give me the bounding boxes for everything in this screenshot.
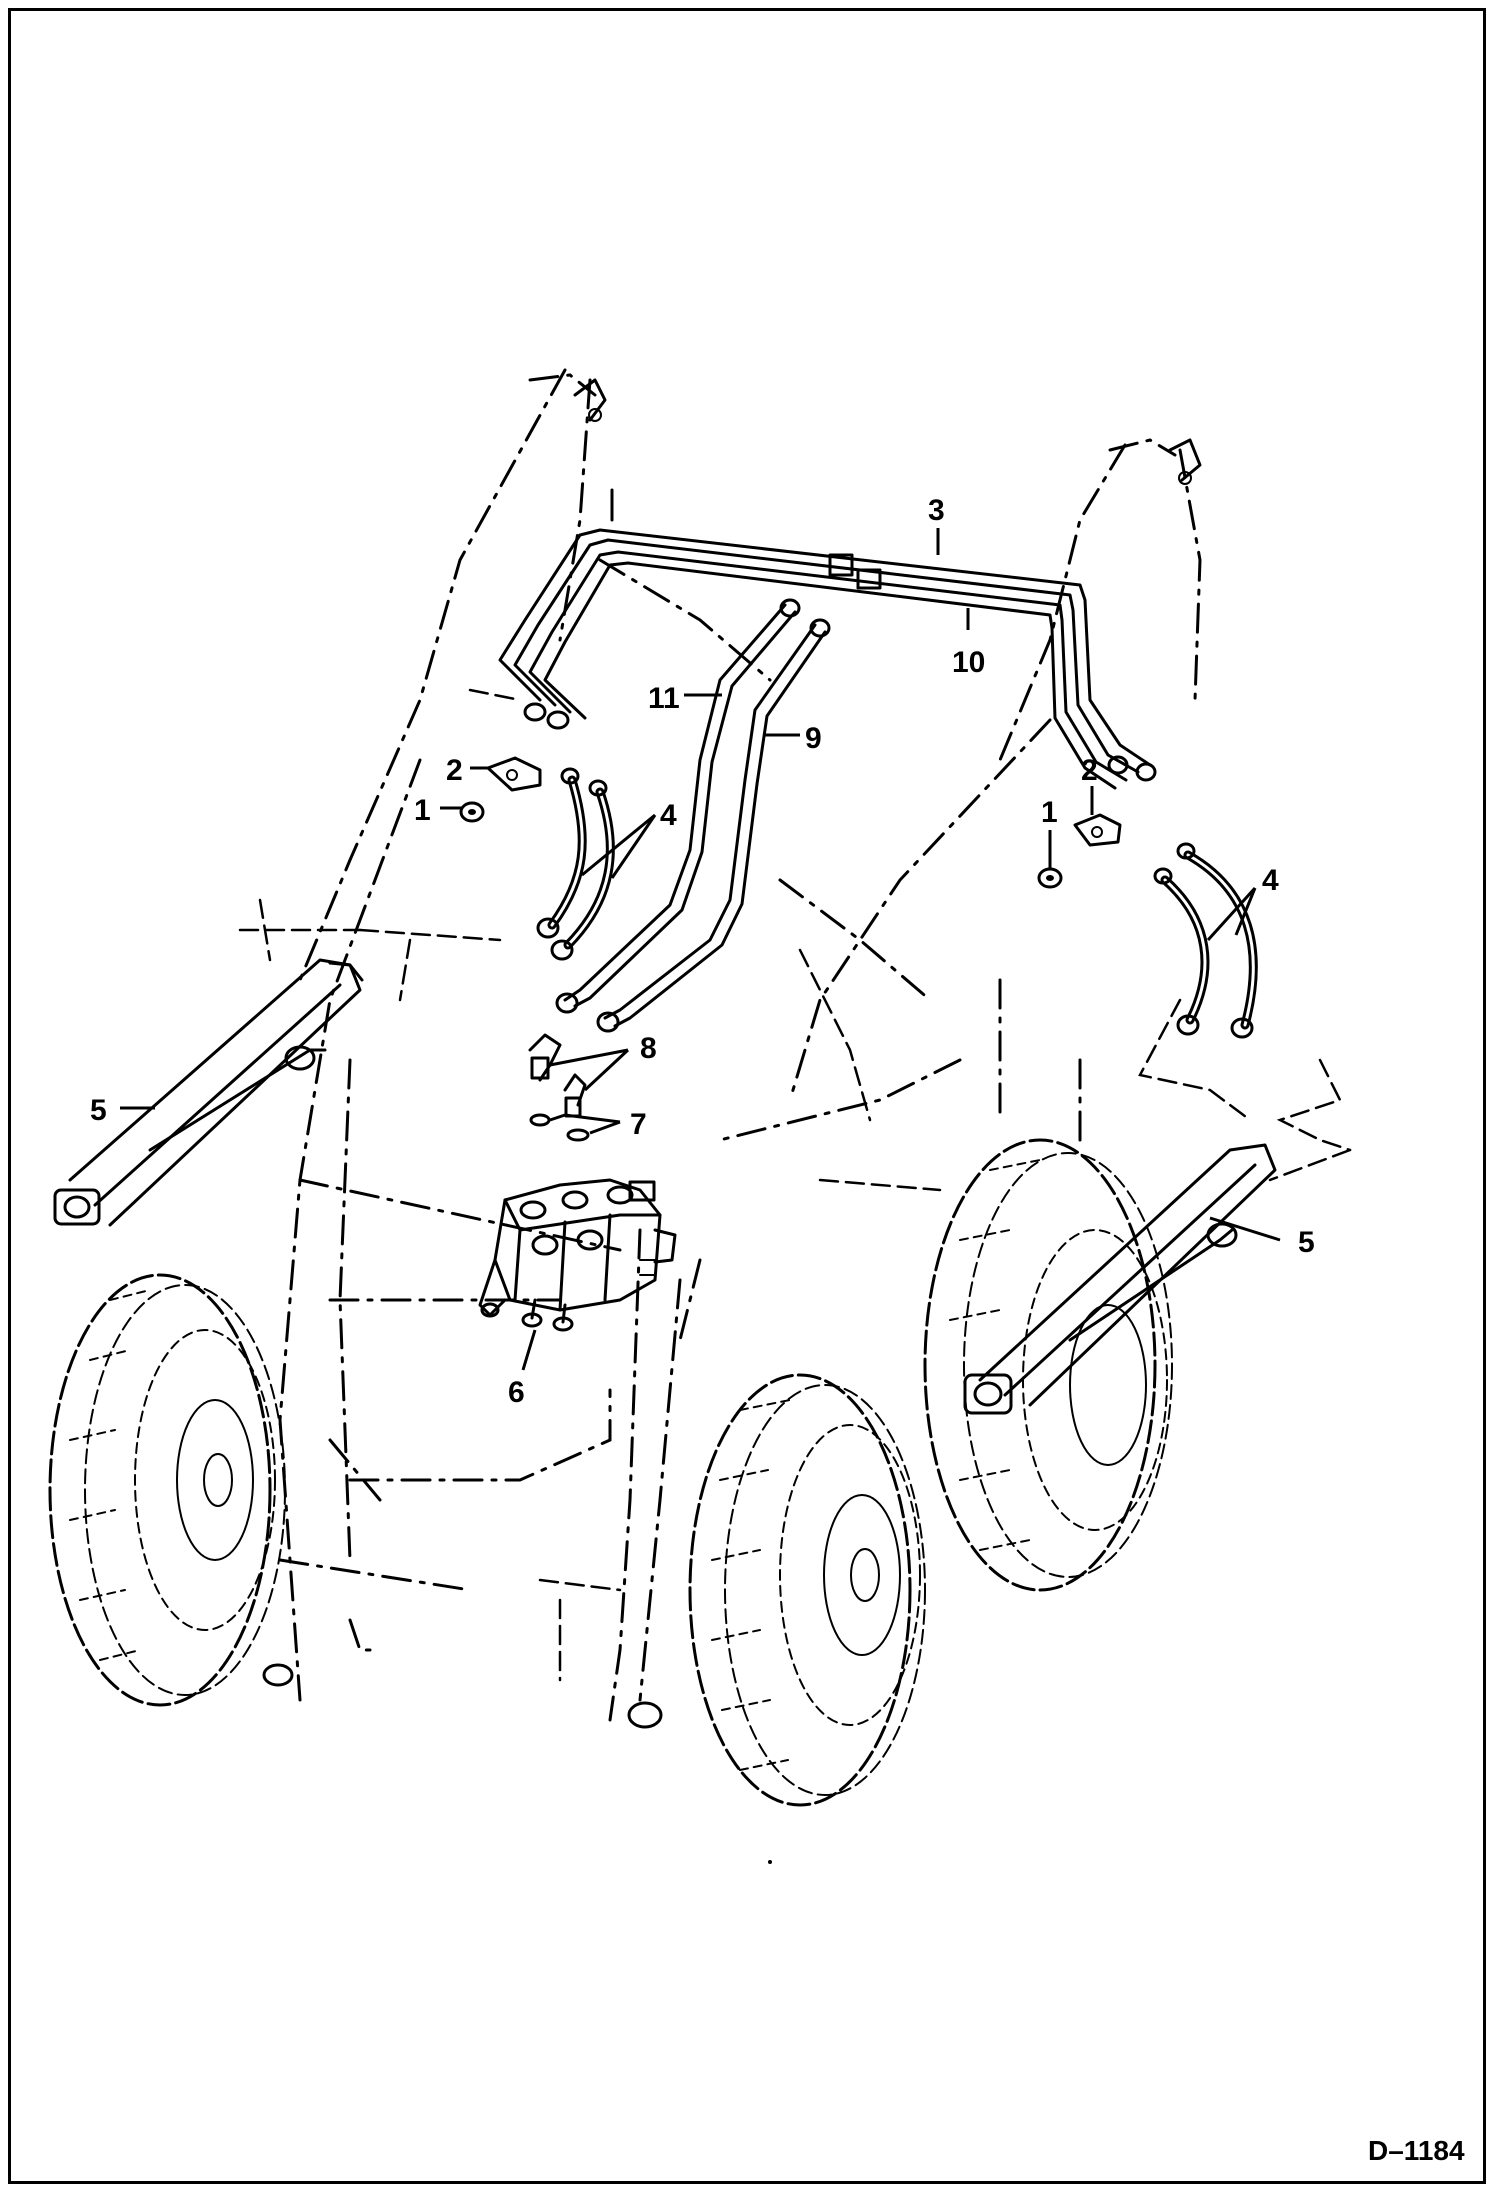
tube-fittings-left (523, 702, 570, 730)
fittings-8 (528, 1033, 587, 1118)
callout-10: 10 (952, 646, 985, 679)
hydraulic-hoses-4-right (1153, 842, 1258, 1039)
tire-front-left (48, 1273, 286, 1707)
nut-1-left (459, 801, 485, 823)
callout-5-left: 5 (90, 1094, 107, 1127)
callout-2-right: 2 (1081, 754, 1098, 787)
control-valve-6 (478, 1178, 677, 1332)
leader-lines (120, 528, 1281, 1371)
steel-tube-3 (498, 528, 1152, 774)
drawing-number: D–1184 (1368, 2135, 1465, 2166)
loader-frame-phantom (238, 368, 1352, 1722)
tube-fittings-right (1107, 755, 1157, 782)
clamp-bracket-2-right (1073, 813, 1122, 847)
tube-clamp-center (828, 553, 854, 577)
steel-tube-10 (528, 550, 1128, 790)
callout-4-left: 4 (660, 799, 677, 832)
callout-11: 11 (648, 682, 680, 715)
clamp-bracket-2-left (486, 756, 542, 792)
diagram-frame (8, 8, 1486, 2184)
tilt-cylinder-5-left (53, 958, 364, 1227)
callout-7: 7 (630, 1108, 647, 1141)
callout-5-right: 5 (1298, 1226, 1315, 1259)
lift-arm-bracket-left (573, 378, 614, 522)
lift-arm-bracket-right (1168, 438, 1202, 485)
tube-clamp-center-2 (856, 568, 882, 590)
axle-stub-center (627, 1701, 663, 1729)
stray-dot (768, 1860, 772, 1864)
steel-tube-11 (555, 598, 801, 1014)
callout-8: 8 (640, 1032, 657, 1065)
callout-9: 9 (805, 722, 822, 755)
callout-4-right: 4 (1262, 864, 1279, 897)
tilt-cylinder-5-right (963, 1143, 1277, 1415)
callout-3: 3 (928, 494, 945, 527)
callout-labels: 3 10 11 9 2 1 4 2 1 4 5 5 8 7 6 (90, 494, 1315, 1409)
tire-front-right (688, 1373, 926, 1807)
hydraulic-hoses-4-left (536, 767, 615, 961)
callout-1-left: 1 (414, 794, 431, 827)
steel-tube-9 (596, 618, 831, 1033)
axle-stub-left (262, 1663, 294, 1687)
o-rings-7 (529, 1113, 590, 1142)
nut-1-right (1037, 867, 1063, 889)
tire-rear-right (923, 1138, 1173, 1592)
callout-1-right: 1 (1041, 796, 1058, 829)
callout-6: 6 (508, 1376, 525, 1409)
callout-2-left: 2 (446, 754, 463, 787)
